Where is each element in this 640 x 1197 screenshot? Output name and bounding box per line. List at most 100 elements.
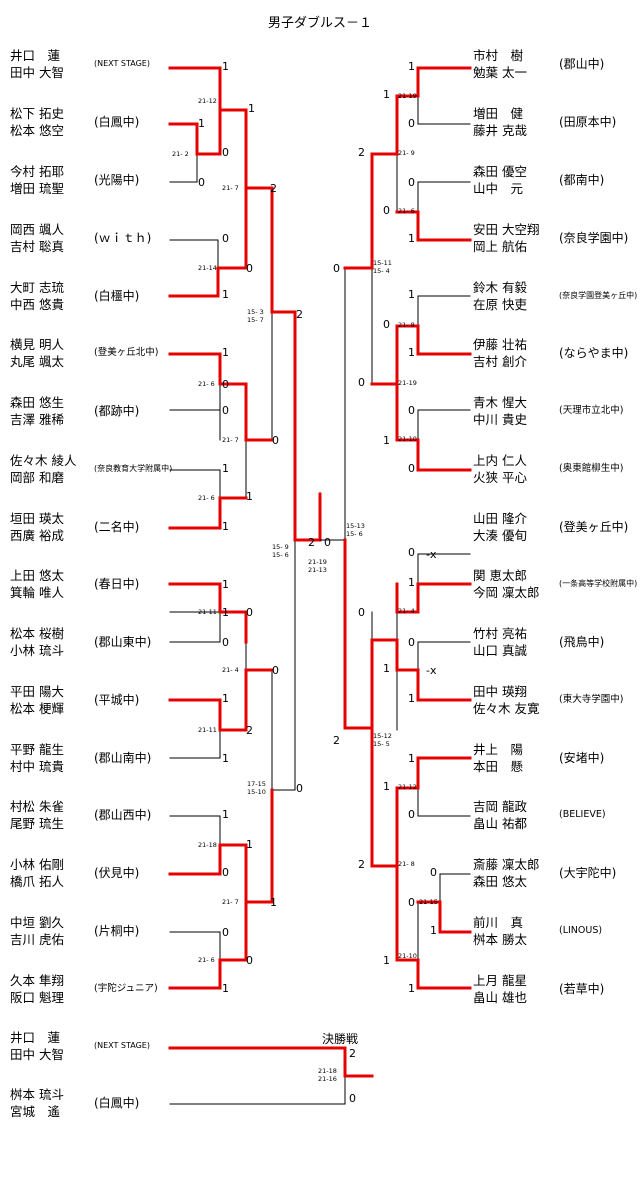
score-label: 0 bbox=[358, 606, 365, 619]
team-name: (大宇陀中) bbox=[559, 866, 617, 880]
score-label: 1 bbox=[222, 606, 229, 619]
team-name: (東大寺学園中) bbox=[559, 694, 624, 705]
score-label: 1 bbox=[222, 752, 229, 765]
player-name: 本田 懸 bbox=[473, 759, 524, 774]
score-label: 1 bbox=[222, 692, 229, 705]
set-score: 21-10 bbox=[398, 435, 417, 443]
set-score: 21- 8 bbox=[398, 860, 415, 868]
left-pair: 横見 明人丸尾 颯太(登美ヶ丘北中) bbox=[0, 337, 640, 379]
player-name: 今岡 凜太郎 bbox=[473, 585, 540, 600]
player-name: 森田 悠生 bbox=[10, 395, 64, 410]
score-label: 1 bbox=[246, 838, 253, 851]
score-label: 0 bbox=[324, 536, 331, 549]
player-name: 岡西 颯人 bbox=[10, 222, 64, 237]
set-score: 15- 9 bbox=[272, 543, 289, 551]
set-score: 21-18 bbox=[198, 841, 217, 849]
player-name: 久本 隼翔 bbox=[10, 973, 64, 988]
set-score: 15- 6 bbox=[346, 530, 363, 538]
score-label: 0 bbox=[408, 117, 415, 130]
set-score: 15- 3 bbox=[247, 308, 264, 316]
set-score: 17-15 bbox=[247, 780, 266, 788]
player-name: 森田 悠太 bbox=[473, 874, 527, 889]
player-name: 竹村 亮祐 bbox=[473, 626, 527, 641]
score-label: 1 bbox=[222, 462, 229, 475]
set-score: 21-16 bbox=[318, 1075, 337, 1083]
left-pair: 平野 龍生村中 琉貴(郡山南中) bbox=[0, 742, 640, 784]
score-label: 1 bbox=[222, 520, 229, 533]
set-score: 21-18 bbox=[318, 1067, 337, 1075]
player-name: 前川 真 bbox=[473, 915, 524, 930]
player-name: 佐々木 綾人 bbox=[10, 453, 77, 468]
right-pair: 安田 大空翔岡上 航佑(奈良学園中) bbox=[0, 222, 640, 264]
right-lines-black bbox=[319, 95, 471, 961]
team-name: (若草中) bbox=[559, 982, 605, 996]
player-name: 増田 健 bbox=[473, 106, 524, 121]
score-label: 0 bbox=[408, 176, 415, 189]
score-label: 0 bbox=[383, 204, 390, 217]
right-pair: 竹村 亮祐山口 真誠(飛鳥中) bbox=[0, 626, 640, 668]
score-label: 1 bbox=[222, 808, 229, 821]
team-name: (BELIEVE) bbox=[559, 809, 606, 820]
player-name: 尾野 琉生 bbox=[10, 816, 64, 831]
player-name: 佐々木 友寛 bbox=[473, 701, 540, 716]
team-name: (郡山東中) bbox=[94, 635, 152, 649]
team-name: (一条高等学校附属中) bbox=[559, 579, 638, 588]
player-name: 山中 元 bbox=[473, 181, 524, 196]
team-name: (ならやま中) bbox=[559, 346, 629, 360]
score-label: 1 bbox=[270, 896, 277, 909]
score-label: 0 bbox=[408, 462, 415, 475]
score-label: 2 bbox=[308, 536, 315, 549]
score-label: 0 bbox=[333, 262, 340, 275]
team-name: (NEXT STAGE) bbox=[94, 59, 150, 68]
score-label: 2 bbox=[358, 858, 365, 871]
left-pair: 佐々木 綾人岡部 和磨(奈良教育大学附属中) bbox=[0, 453, 640, 495]
right-pair: 上月 龍星畠山 雄也(若草中) bbox=[0, 973, 640, 1015]
right-pair: 上内 仁人火狭 平心(奥東館柳生中) bbox=[0, 453, 640, 495]
team-name: (奈良学園登美ヶ丘中) bbox=[559, 291, 638, 300]
score-label: 1 bbox=[383, 434, 390, 447]
set-score: 15-10 bbox=[247, 788, 266, 796]
left-pair: 今村 拓耶増田 琉聖(光陽中) bbox=[0, 164, 640, 206]
score-label: 1 bbox=[408, 576, 415, 589]
score-label: 1 bbox=[408, 346, 415, 359]
player-name: 垣田 瑛太 bbox=[10, 511, 64, 526]
set-score: 21-19 bbox=[398, 379, 417, 387]
final-label: 決勝戦 bbox=[322, 1032, 359, 1046]
score-label: 1 bbox=[198, 117, 205, 130]
player-name: 岡上 航佑 bbox=[473, 239, 527, 254]
left-pair: 井口 蓮田中 大智(NEXT STAGE) bbox=[0, 48, 640, 90]
score-label: 1 bbox=[383, 88, 390, 101]
player-name: 阪口 魁理 bbox=[10, 990, 64, 1005]
set-score: 21- 6 bbox=[398, 207, 415, 215]
score-label: 1 bbox=[222, 288, 229, 301]
score-label: 0 bbox=[272, 664, 279, 677]
set-score: 15- 7 bbox=[247, 316, 264, 324]
player-name: 井上 陽 bbox=[473, 742, 524, 757]
team-name: (安堵中) bbox=[559, 751, 605, 765]
score-label: 2 bbox=[270, 182, 277, 195]
left-pair: 中垣 劉久吉川 虎佑(片桐中) bbox=[0, 915, 640, 957]
score-label: 0 bbox=[222, 378, 229, 391]
right-pair: 井上 陽本田 懸 (安堵中) bbox=[0, 742, 640, 784]
player-name: 田中 大智 bbox=[10, 1047, 64, 1062]
right-pair: 森田 優空山中 元(都南中) bbox=[0, 164, 640, 206]
left-lines-black bbox=[169, 153, 296, 961]
score-label: 1 bbox=[408, 692, 415, 705]
set-score: 21- 6 bbox=[198, 494, 215, 502]
left-pair: 岡西 颯人吉村 聡真(ｗｉｔｈ) bbox=[0, 222, 640, 264]
right-pair: 斎藤 凜太郎森田 悠太(大宇陀中) bbox=[0, 857, 640, 899]
page-title: 男子ダブルス－１ bbox=[267, 16, 372, 31]
player-name: 中川 貴史 bbox=[473, 412, 527, 427]
player-name: 森田 優空 bbox=[473, 164, 527, 179]
left-pair: 垣田 瑛太西廣 裕成(二名中) bbox=[0, 511, 640, 553]
left-lines-red bbox=[168, 66, 322, 990]
score-label: 1 bbox=[430, 924, 437, 937]
player-name: 上内 仁人 bbox=[473, 453, 527, 468]
set-score: 21-12 bbox=[398, 783, 417, 791]
player-name: 井口 蓮 bbox=[10, 1030, 61, 1045]
set-score: 15-11 bbox=[373, 259, 392, 267]
team-name: (NEXT STAGE) bbox=[94, 1041, 150, 1050]
score-label: 0 bbox=[246, 954, 253, 967]
team-name: (白鳳中) bbox=[94, 1096, 140, 1110]
